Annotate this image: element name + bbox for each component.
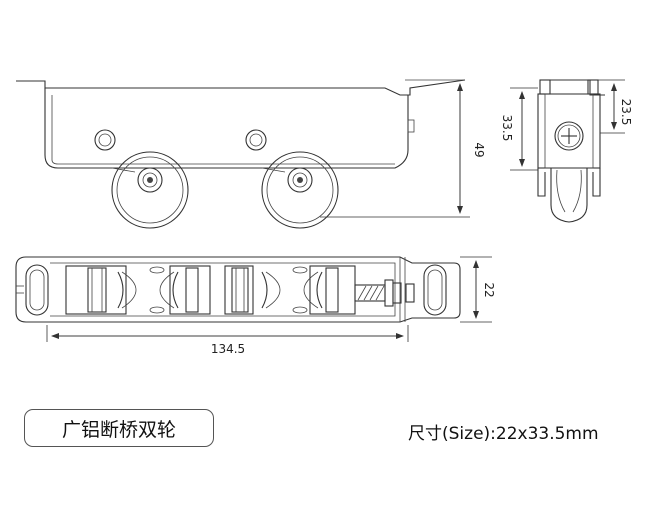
- slot-left: [25, 264, 49, 316]
- dim-label-width-top: 22: [482, 282, 496, 297]
- phillips-screw: [554, 121, 584, 151]
- dimension-33-5: 33.5: [500, 87, 538, 171]
- dimension-23-5: 23.5: [598, 79, 633, 134]
- product-size-label: 尺寸(Size):22x33.5mm: [408, 424, 599, 444]
- dim-label-height-end-left: 33.5: [500, 115, 514, 142]
- dim-label-height-end-right: 23.5: [619, 99, 633, 126]
- dimension-134-5: 134.5: [46, 325, 409, 356]
- mounting-hole-left: [94, 129, 116, 151]
- dimension-49: 49: [320, 83, 486, 218]
- roller-assembly-left: [65, 265, 211, 315]
- side-view: 49: [16, 79, 486, 229]
- side-view-housing: [16, 79, 466, 169]
- roller-wheel-left: [111, 151, 189, 229]
- end-view-wheel: [537, 168, 601, 223]
- product-name-label: 广铝断桥双轮: [24, 409, 214, 447]
- adjuster-screw: [354, 279, 415, 307]
- dim-label-length-top: 134.5: [211, 342, 245, 356]
- roller-wheel-right: [261, 151, 339, 229]
- mounting-hole-right: [245, 129, 267, 151]
- end-view: 33.5 23.5: [500, 79, 633, 223]
- slot-right: [423, 264, 447, 316]
- dim-label-height-side: 49: [472, 142, 486, 157]
- top-view: 22 134.5: [15, 256, 496, 356]
- technical-drawing: 49 33.5: [15, 79, 633, 356]
- end-view-housing: [537, 79, 605, 169]
- top-view-housing: [15, 256, 461, 323]
- roller-assembly-right: [224, 265, 356, 315]
- dimension-22: 22: [460, 256, 496, 323]
